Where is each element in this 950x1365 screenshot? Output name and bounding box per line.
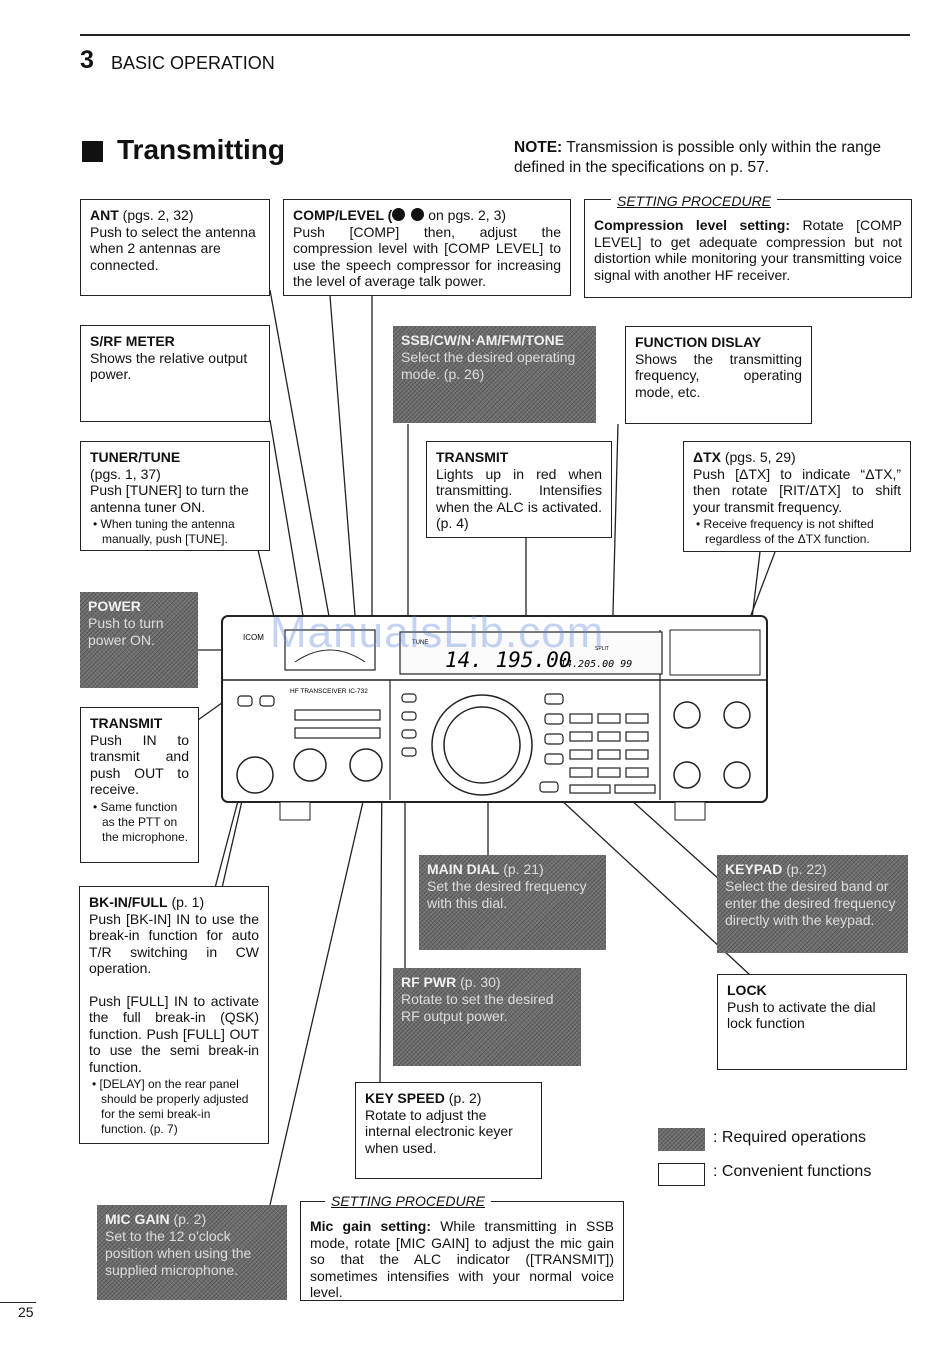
func-title: FUNCTION DISLAY: [635, 334, 762, 350]
main-dial-title: MAIN DIAL: [427, 861, 500, 877]
setting-bottom-text: While transmitting in SSB mode, rotate […: [310, 1218, 615, 1300]
keyspeed-ref: (p. 2): [448, 1090, 482, 1106]
legend-convenient-text: : Convenient functions: [713, 1163, 872, 1180]
radio-tune-label: TUNE: [412, 640, 428, 646]
transmit-sw-title: TRANSMIT: [90, 715, 163, 731]
comp-ref: on pgs. 2, 3): [428, 207, 507, 223]
ant-box: ANT (pgs. 2, 32) Push to select the ante…: [80, 199, 270, 296]
keypad-text: Select the desired band or enter the des…: [725, 878, 896, 928]
chapter-title: BASIC OPERATION: [111, 53, 275, 73]
note: NOTE: Transmission is possible only with…: [514, 138, 914, 178]
dtx-title: ΔTX: [693, 449, 721, 465]
dtx-ref: (pgs. 5, 29): [724, 449, 796, 465]
ssb-text: Select the desired operating mode. (p. 2…: [401, 349, 576, 382]
setting-top-text: Rotate [COMP LEVEL] to get adequate comp…: [594, 217, 903, 283]
callout-number-icon: [392, 208, 406, 221]
comp-level-box: COMP/LEVEL ( on pgs. 2, 3) Push [COMP] t…: [283, 199, 571, 296]
tuner-ref: (pgs. 1, 37): [90, 465, 161, 482]
keypad-ref: (p. 22): [786, 861, 827, 877]
power-title: POWER: [88, 598, 141, 614]
setting-bottom-bold: Mic gain setting:: [310, 1218, 432, 1234]
bk-in-full-box: BK-IN/FULL (p. 1) Push [BK-IN] IN to use…: [79, 886, 269, 1144]
main-dial-text: Set the desired frequency with this dial…: [427, 878, 587, 911]
dtx-text: Push [ΔTX] to indicate “ΔTX,” then rotat…: [693, 465, 901, 515]
transmit-indicator-box: TRANSMIT Lights up in red when transmitt…: [426, 441, 612, 538]
ant-ref: (pgs. 2, 32): [122, 207, 194, 223]
comp-title: COMP/LEVEL (: [293, 207, 393, 223]
setting-heading-top: SETTING PROCEDURE: [611, 193, 778, 210]
bkin-text2: Push [FULL] IN to activate the full brea…: [89, 992, 259, 1075]
bkin-text1: Push [BK-IN] IN to use the break-in func…: [89, 910, 259, 977]
rf-pwr-box-required: RF PWR (p. 30) Rotate to set the desired…: [393, 968, 581, 1066]
page-number: 25: [18, 1304, 34, 1320]
micgain-ref: (p. 2): [173, 1211, 207, 1227]
rfpwr-text: Rotate to set the desired RF output powe…: [401, 991, 554, 1024]
lock-box: LOCK Push to activate the dial lock func…: [717, 974, 907, 1070]
header-rule: [80, 34, 910, 36]
ssb-title: SSB/CW/N·AM/FM/TONE: [401, 332, 565, 348]
legend-convenient-swatch: [658, 1163, 705, 1186]
note-text: Transmission is possible only within the…: [514, 139, 881, 176]
note-label: NOTE:: [514, 139, 563, 156]
section-title: Transmitting: [117, 134, 286, 165]
dtx-note: • Receive frequency is not shifted regar…: [696, 517, 874, 546]
comp-text: Push [COMP] then, adjust the compression…: [293, 223, 561, 290]
radio-model: HF TRANSCEIVER IC-732: [290, 688, 368, 695]
func-text: Shows the transmitting frequency, operat…: [635, 350, 802, 400]
mic-gain-box-required: MIC GAIN (p. 2) Set to the 12 o'clock po…: [97, 1205, 287, 1300]
function-display-box: FUNCTION DISLAY Shows the transmitting f…: [625, 326, 812, 424]
setting-procedure-top: SETTING PROCEDURE Compression level sett…: [584, 193, 912, 298]
micgain-title: MIC GAIN: [105, 1211, 170, 1227]
rfpwr-ref: (p. 30): [460, 974, 501, 990]
power-text: Push to turn power ON.: [88, 615, 164, 648]
keyspeed-title: KEY SPEED: [365, 1090, 445, 1106]
delta-tx-box: ΔTX (pgs. 5, 29) Push [ΔTX] to indicate …: [683, 441, 911, 552]
page-number-rule: [0, 1302, 36, 1303]
tuner-title: TUNER/TUNE: [90, 449, 181, 465]
radio-brand: ICOM: [243, 633, 264, 642]
watermark: ManualsLib.com: [270, 608, 605, 657]
transmit-switch-box: TRANSMIT Push IN to transmit and push OU…: [80, 707, 199, 863]
srf-text: Shows the relative output power.: [90, 349, 248, 383]
tuner-note: • When tuning the antenna manually, push…: [93, 517, 235, 546]
setting-heading-bottom: SETTING PROCEDURE: [325, 1193, 492, 1210]
keypad-title: KEYPAD: [725, 861, 783, 877]
transmit-ind-text: Lights up in red when transmitting. Inte…: [436, 465, 602, 532]
keyspeed-text: Rotate to adjust the internal electronic…: [365, 1106, 513, 1156]
radio-freq-sub: 14.205.00 99: [560, 659, 632, 670]
tuner-text: Push [TUNER] to turn the antenna tuner O…: [90, 482, 249, 515]
transmit-sw-note: • Same function as the PTT on the microp…: [93, 799, 189, 844]
legend-required-text: : Required operations: [713, 1129, 866, 1146]
chapter-number: 3: [80, 46, 94, 74]
srf-meter-box: S/RF METER Shows the relative output pow…: [80, 325, 270, 422]
keypad-box-required: KEYPAD (p. 22) Select the desired band o…: [717, 855, 908, 953]
callout-number-icon-2: [411, 208, 425, 221]
main-dial-ref: (p. 21): [503, 861, 544, 877]
lock-text: Push to activate the dial lock function: [727, 998, 876, 1032]
legend-required-swatch: [658, 1128, 705, 1151]
bkin-note: • [DELAY] on the rear panel should be pr…: [92, 1077, 249, 1136]
radio-freq-main: 14. 195.00: [445, 648, 571, 672]
transceiver-illustration: ICOM HF TRANSCEIVER IC-732 TUNE SPLIT 14…: [221, 615, 768, 821]
transmit-sw-text: Push IN to transmit and push OUT to rece…: [90, 731, 189, 798]
ssb-mode-box-required: SSB/CW/N·AM/FM/TONE Select the desired o…: [393, 326, 596, 423]
ant-title: ANT: [90, 207, 119, 223]
ant-text: Push to select the antenna when 2 antenn…: [90, 223, 256, 273]
radio-split-label: SPLIT: [595, 646, 609, 652]
rfpwr-title: RF PWR: [401, 974, 457, 990]
bkin-title: BK-IN/FULL: [89, 894, 168, 910]
tuner-box: TUNER/TUNE (pgs. 1, 37) Push [TUNER] to …: [80, 441, 270, 551]
setting-top-bold: Compression level setting:: [594, 217, 791, 233]
lock-title: LOCK: [727, 982, 767, 998]
transmit-ind-title: TRANSMIT: [436, 449, 509, 465]
setting-procedure-bottom: SETTING PROCEDURE Mic gain setting: Whil…: [300, 1193, 624, 1301]
srf-title: S/RF METER: [90, 333, 175, 349]
key-speed-box: KEY SPEED (p. 2) Rotate to adjust the in…: [355, 1082, 542, 1179]
bkin-ref: (p. 1): [171, 894, 205, 910]
section-bullet-icon: [82, 141, 103, 162]
micgain-text: Set to the 12 o'clock position when usin…: [105, 1228, 252, 1278]
power-box-required: POWER Push to turn power ON.: [80, 592, 198, 688]
main-dial-box-required: MAIN DIAL (p. 21) Set the desired freque…: [419, 855, 606, 950]
